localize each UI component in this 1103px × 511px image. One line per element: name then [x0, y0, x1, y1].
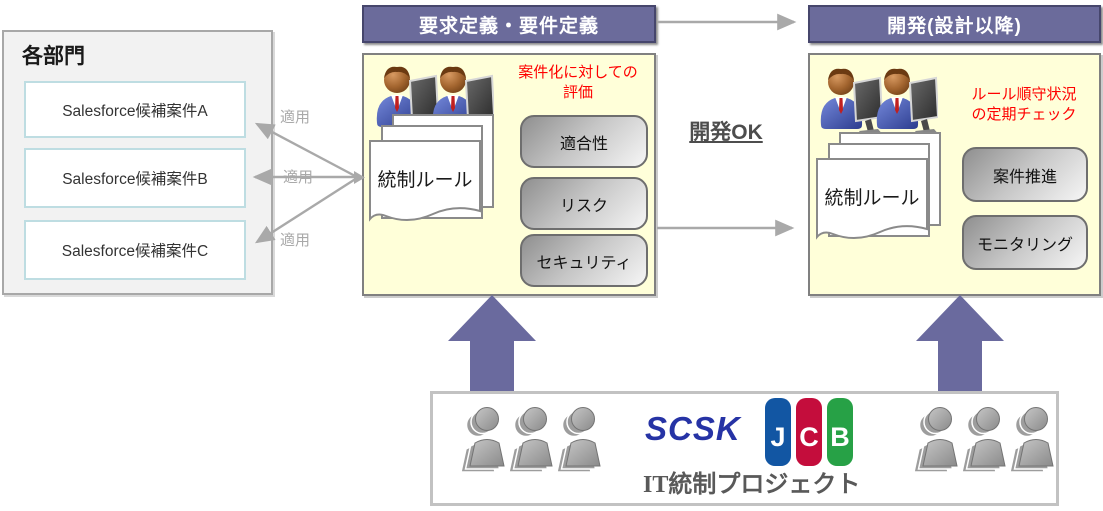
jcb-letter-j: J — [770, 422, 785, 452]
departments-title: 各部門 — [22, 45, 85, 68]
project-members-icon — [906, 406, 1056, 478]
candidate-box-a: Salesforce候補案件A — [24, 81, 246, 138]
development-ok-label: 開発OK — [689, 121, 763, 144]
evaluation-note-line1: 案件化に対しての — [518, 64, 638, 81]
rule-check-note-line2: の定期チェック — [971, 106, 1077, 123]
scsk-logo: SCSK — [645, 410, 741, 447]
project-members-icon — [453, 406, 603, 478]
criteria-button-security: セキュリティ — [520, 234, 648, 287]
project-support-arrow-right — [916, 295, 1004, 391]
jcb-letter-c: C — [799, 422, 819, 452]
jcb-letter-b: B — [830, 422, 850, 452]
activity-button-monitoring: モニタリング — [962, 215, 1088, 270]
control-rules-label: 統制ルール — [377, 169, 472, 191]
workers-at-computers-icon — [818, 61, 938, 139]
project-support-arrow-left — [448, 295, 536, 391]
requirements-phase-panel: 案件化に対しての 評価 統制ルール 適合性 リスク セキュリティ — [362, 53, 656, 296]
evaluation-note-line2: 評価 — [562, 84, 593, 101]
activity-button-promotion: 案件推進 — [962, 147, 1088, 202]
project-title: IT統制プロジェクト — [643, 472, 861, 498]
control-rules-document-icon: 統制ルール — [816, 132, 941, 240]
requirements-phase-header: 要求定義・要件定義 — [362, 5, 656, 43]
apply-label-1: 適用 — [280, 109, 311, 126]
rule-check-note-line1: ルール順守状況 — [971, 86, 1077, 103]
criteria-button-compliance: 適合性 — [520, 115, 648, 168]
evaluation-note: 案件化に対しての 評価 — [502, 63, 654, 103]
departments-panel: 各部門 Salesforce候補案件A Salesforce候補案件B Sale… — [2, 30, 273, 295]
development-phase-panel: ルール順守状況 の定期チェック 統制ルール 案件推進 モニタリング — [808, 53, 1101, 296]
control-rules-label: 統制ルール — [824, 187, 919, 209]
candidate-box-c: Salesforce候補案件C — [24, 220, 246, 280]
candidate-box-b: Salesforce候補案件B — [24, 148, 246, 208]
apply-label-3: 適用 — [280, 232, 311, 249]
it-governance-project-box: SCSK J C B IT統制プロジェクト — [430, 391, 1059, 506]
apply-label-2: 適用 — [283, 169, 314, 186]
jcb-logo: J C B — [765, 398, 853, 466]
rule-check-note: ルール順守状況 の定期チェック — [950, 85, 1098, 125]
development-phase-header: 開発(設計以降) — [808, 5, 1101, 43]
criteria-button-risk: リスク — [520, 177, 648, 230]
control-rules-document-icon: 統制ルール — [369, 114, 494, 222]
